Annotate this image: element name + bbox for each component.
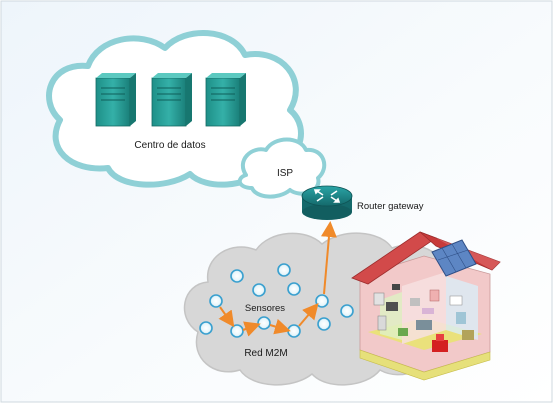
sensors-label: Sensores: [245, 303, 285, 314]
data-flow-arrows: [218, 221, 337, 337]
sensor-icon: [257, 316, 271, 330]
sensor-icon: [317, 317, 331, 331]
flow-arrow: [242, 321, 261, 337]
sensor-icon: [209, 294, 223, 308]
server-icon: [151, 73, 192, 127]
server-icon: [95, 73, 136, 127]
sensor-icon: [340, 304, 354, 318]
sensor-icon: [230, 269, 244, 283]
sensor-icon: [230, 324, 244, 338]
sensor-icon: [287, 324, 301, 338]
flow-arrow: [298, 302, 319, 327]
router-icon: [301, 185, 353, 220]
isp-label: ISP: [277, 168, 293, 179]
sensor-nodes: [199, 263, 354, 338]
flow-arrow: [269, 318, 291, 335]
sensor-icon: [287, 282, 301, 296]
sensor-icon: [277, 263, 291, 277]
flow-arrow: [320, 221, 337, 295]
m2m-label: Red M2M: [244, 348, 287, 359]
smart-home-icon: [351, 231, 501, 381]
flow-arrow: [218, 306, 235, 328]
sensor-icon: [315, 294, 329, 308]
server-icon: [205, 73, 246, 127]
router-label: Router gateway: [357, 201, 424, 212]
sensor-icon: [199, 321, 213, 335]
datacenter-label: Centro de datos: [134, 140, 205, 151]
isp-cloud: [237, 137, 327, 199]
sensor-icon: [252, 283, 266, 297]
